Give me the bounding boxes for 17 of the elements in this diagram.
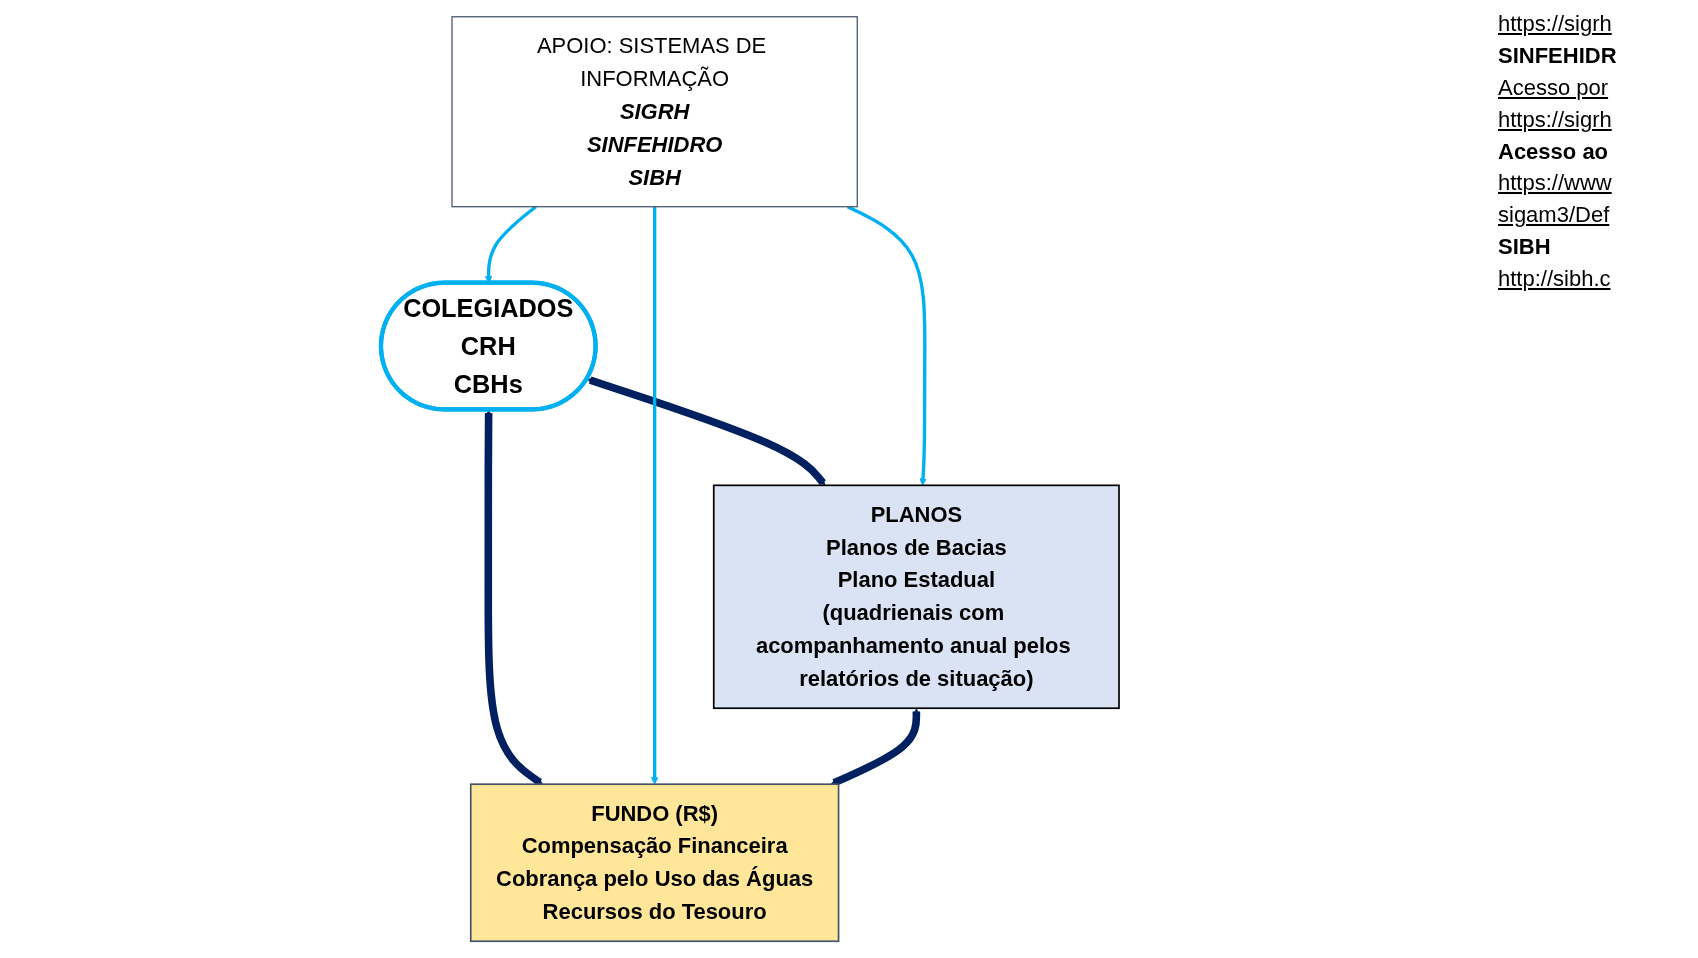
link-text: https://www <box>1498 169 1613 198</box>
node-box: FUNDO (R$) Compensação Financeira Cobrança pelo Uso das Águas Recursos do Tesouro <box>469 783 840 943</box>
link-text: sigam3/Def <box>1498 201 1611 230</box>
system-heading: SINFEHIDR <box>1498 41 1618 70</box>
link-text: https://sigrh <box>1498 105 1613 134</box>
link-text: Acesso por <box>1498 73 1610 102</box>
arrow <box>586 376 826 486</box>
link-text: https://sigrh <box>1498 10 1613 38</box>
system-heading: Acesso ao <box>1498 137 1610 166</box>
node-box: APOIO: SISTEMAS DE INFORMAÇÃO SIGRH SINFEHIDRO SIBH <box>451 16 858 208</box>
system-heading: SIBH <box>1498 233 1552 262</box>
arrow <box>846 205 927 486</box>
arrow <box>650 206 659 785</box>
node-box: PLANOS Planos de Bacias Plano Estadual (quadrienais com acompanhamento anual pelos relatórios de situação) <box>712 484 1120 710</box>
arrow <box>484 409 543 786</box>
link-text: http://sibh.c <box>1498 265 1612 294</box>
arrow <box>830 708 921 787</box>
